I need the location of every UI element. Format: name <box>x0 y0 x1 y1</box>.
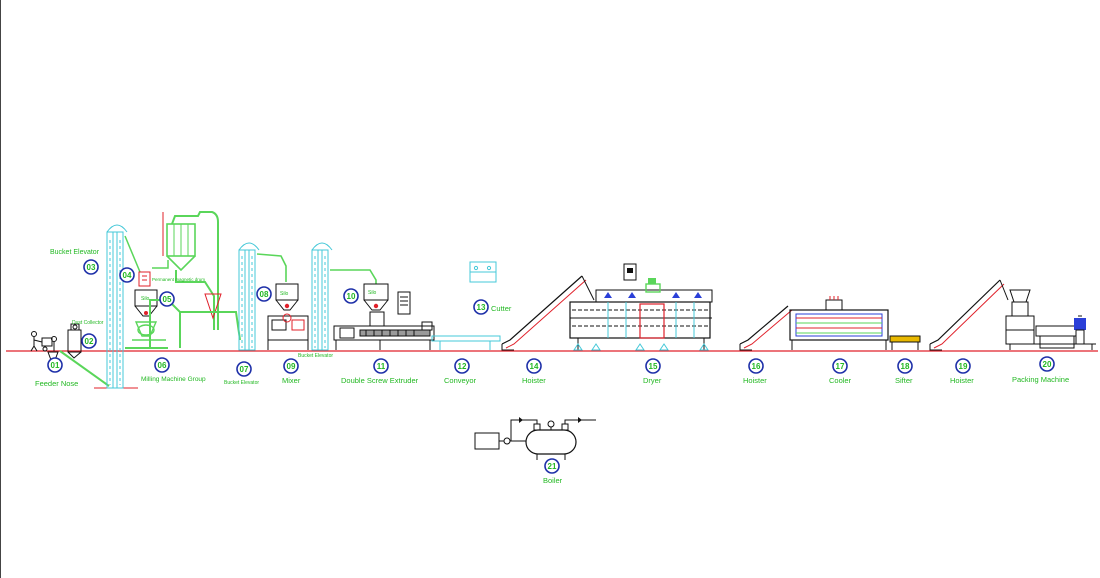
badge-18-number: 18 <box>901 362 910 371</box>
label-bucket-elevator-1: Bucket Elevator <box>50 249 100 256</box>
label-packing-machine: Packing Machine <box>1012 375 1069 384</box>
badge-01: 01 <box>47 357 63 373</box>
badge-19: 19 <box>955 358 971 374</box>
badge-17: 17 <box>832 358 848 374</box>
badge-10: 10 <box>343 288 359 304</box>
badge-15: 15 <box>645 358 661 374</box>
badge-05-number: 05 <box>163 295 172 304</box>
badge-06: 06 <box>154 357 170 373</box>
cutter <box>469 261 497 283</box>
label-dryer: Dryer <box>643 376 662 385</box>
badge-11-number: 11 <box>377 362 386 371</box>
badge-07: 07 <box>236 361 252 377</box>
hoister-1 <box>501 275 595 351</box>
hoister-2 <box>739 305 793 351</box>
badge-05: 05 <box>159 291 175 307</box>
badge-03-number: 03 <box>87 263 96 272</box>
label-hoister-2: Hoister <box>743 376 767 385</box>
badge-01-number: 01 <box>51 361 60 370</box>
label-mixer: Mixer <box>282 376 301 385</box>
badge-13-number: 13 <box>477 303 486 312</box>
magnetic-drum-and-silo <box>125 271 168 349</box>
label-cutter: Cutter <box>491 304 512 313</box>
station-labels: Feeder Nose Dust Collector Bucket Elevat… <box>35 249 1069 485</box>
label-conveyor: Conveyor <box>444 376 477 385</box>
label-feeder-nose: Feeder Nose <box>35 379 78 388</box>
bucket-elevator-1 <box>106 224 141 389</box>
label-silo-1: Silo <box>141 296 150 302</box>
badge-12: 12 <box>454 358 470 374</box>
badge-20: 20 <box>1039 356 1055 372</box>
packing-machine <box>1005 289 1096 350</box>
label-hoister-3: Hoister <box>950 376 974 385</box>
boiler <box>474 417 596 460</box>
badge-10-number: 10 <box>347 292 356 301</box>
badge-20-number: 20 <box>1043 360 1052 369</box>
label-dust-collector: Dust Collector <box>72 320 104 326</box>
badge-19-number: 19 <box>959 362 968 371</box>
feeder-screw-conveyor <box>59 350 110 387</box>
badge-12-number: 12 <box>458 362 467 371</box>
badge-03: 03 <box>83 259 99 275</box>
label-boiler: Boiler <box>543 476 563 485</box>
label-magnetic-drum: Permanent magnetic drum <box>152 277 205 282</box>
badge-21: 21 <box>544 458 560 474</box>
badge-16: 16 <box>748 358 764 374</box>
badge-14: 14 <box>526 358 542 374</box>
badge-18: 18 <box>897 358 913 374</box>
mixer <box>267 283 309 350</box>
badge-06-number: 06 <box>158 361 167 370</box>
label-silo-2: Silo <box>280 291 289 297</box>
bucket-elevator-2 <box>238 242 287 351</box>
label-sifter: Sifter <box>895 376 913 385</box>
badge-21-number: 21 <box>548 462 557 471</box>
badge-04-number: 04 <box>123 271 132 280</box>
badge-11: 11 <box>373 358 389 374</box>
badge-17-number: 17 <box>836 362 845 371</box>
badge-02-number: 02 <box>85 337 94 346</box>
label-double-screw-extruder: Double Screw Extruder <box>341 376 419 385</box>
badge-16-number: 16 <box>752 362 761 371</box>
label-hoister-1: Hoister <box>522 376 546 385</box>
badge-04: 04 <box>119 267 135 283</box>
badge-08: 08 <box>256 286 272 302</box>
dust-collector <box>67 323 82 359</box>
bucket-elevator-3 <box>311 242 377 351</box>
hoister-3 <box>929 279 1009 351</box>
badge-08-number: 08 <box>260 290 269 299</box>
badge-09-number: 09 <box>287 362 296 371</box>
double-screw-extruder <box>333 283 435 350</box>
cooler <box>789 296 889 350</box>
sifter <box>889 335 921 350</box>
label-silo-3: Silo <box>368 290 377 296</box>
dryer <box>569 263 713 351</box>
badge-13: 13 <box>473 299 489 315</box>
label-bucket-elevator-3: Bucket Elevator <box>298 353 333 359</box>
badge-14-number: 14 <box>530 362 539 371</box>
label-cooler: Cooler <box>829 376 852 385</box>
station-badges: 01 02 03 04 05 06 07 08 <box>47 259 1055 474</box>
conveyor <box>431 335 501 350</box>
label-milling-machine-group: Milling Machine Group <box>141 376 206 383</box>
badge-09: 09 <box>283 358 299 374</box>
label-bucket-elevator-2: Bucket Elevator <box>224 380 259 386</box>
badge-15-number: 15 <box>649 362 658 371</box>
badge-02: 02 <box>81 333 97 349</box>
badge-07-number: 07 <box>240 365 249 374</box>
